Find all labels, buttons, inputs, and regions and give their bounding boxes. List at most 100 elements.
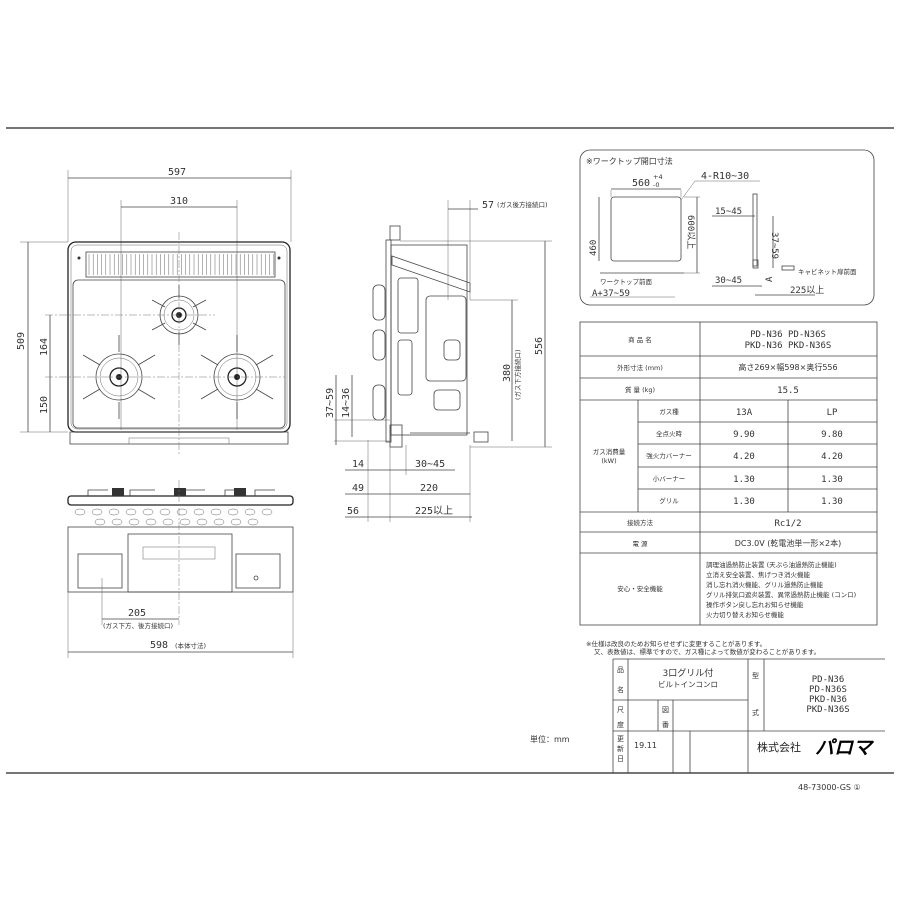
dim-205-note: (ガス下方、後方接続口) — [103, 621, 173, 630]
dim-30-45: 30~45 — [415, 459, 445, 470]
cutout-15-45: 15~45 — [715, 207, 742, 217]
cutout-a-dim: A+37~59 — [592, 289, 630, 299]
gas-row-13a: 13A — [736, 408, 753, 418]
dim-220: 220 — [420, 483, 438, 494]
front-view: 205 (ガス下方、後方接続口) 598 (本体寸法) — [67, 480, 294, 658]
cutout-depth: 600以上 — [685, 215, 696, 249]
vent-hole — [196, 518, 208, 526]
cutout-inset: ※ワークトップ開口寸法 560 +4 -0 4-R10~30 460 600以上… — [579, 149, 875, 306]
model-number: PKD-N36 — [809, 695, 847, 705]
gas-row-lp: 1.30 — [821, 475, 843, 485]
connection-label: 接続方法 — [627, 518, 654, 527]
gas-row-label: 全点火時 — [656, 429, 683, 438]
safety-item: 調理油過熱防止装置 (天ぷら油過熱防止機能) — [706, 560, 837, 569]
safety-item: グリル排気口遮炎装置、異常過熱防止機能 (コンロ) — [706, 590, 856, 599]
note-1: ※仕様は改良のためお知らせせずに変更することがあります。 — [586, 639, 766, 648]
safety-item: 消し忘れ消火機能、グリル過熱防止機能 — [706, 580, 824, 589]
company-name: 株式会社 — [757, 740, 801, 754]
update-label-2: 新 — [617, 744, 624, 753]
dim-509: 509 — [16, 332, 27, 350]
update-label-3: 日 — [617, 755, 624, 763]
gas-row-13a: 1.30 — [733, 475, 755, 485]
drawing-label-2: 番 — [662, 721, 669, 729]
product-names-2: PKD-N36 PKD-N36S — [745, 341, 832, 351]
gas-unit: (kW) — [601, 457, 616, 465]
gas-row-lp: 4.20 — [821, 452, 843, 462]
burner-left — [95, 353, 143, 401]
gas-row-13a: 1.30 — [733, 497, 755, 507]
gas-row-lp: 9.80 — [821, 430, 843, 440]
dim-225: 225以上 — [415, 505, 453, 517]
mass-value: 15.5 — [777, 386, 799, 396]
gas-row-lp: 1.30 — [821, 497, 843, 507]
product-name-1: 3口グリル付 — [663, 667, 713, 679]
gas-row-label: 小バーナー — [653, 474, 686, 483]
dim-556: 556 — [534, 337, 545, 355]
vent-hole — [230, 518, 242, 526]
vent-hole — [213, 518, 225, 526]
top-view: 597 310 509 — [16, 167, 292, 455]
vent-hole — [159, 508, 171, 516]
vent-hole — [162, 518, 174, 526]
vent-hole — [210, 508, 222, 516]
power-label: 電 源 — [632, 539, 648, 548]
power-value: DC3.0V (乾電池単一形×2本) — [735, 538, 842, 548]
model-label-1: 型 — [752, 671, 759, 680]
scale-label-1: 尺 — [617, 706, 624, 714]
gas-row-label: グリル — [659, 496, 679, 505]
cutout-title: ※ワークトップ開口寸法 — [586, 156, 673, 166]
vent-hole — [145, 518, 157, 526]
cutout-radius: 4-R10~30 — [701, 171, 749, 182]
cutout-a: A — [765, 276, 775, 282]
vent-hole — [176, 508, 188, 516]
dim-597: 597 — [168, 167, 186, 178]
safety-label: 安心・安全機能 — [617, 584, 663, 593]
cutout-225: 225以上 — [790, 285, 824, 296]
gas-label: ガス消費量 — [593, 447, 626, 456]
update-label-1: 更 — [617, 735, 624, 743]
cutout-height: 460 — [589, 240, 599, 256]
vent-hole — [74, 508, 86, 516]
vent-hole — [91, 508, 103, 516]
dim-49: 49 — [352, 483, 364, 494]
dim-150: 150 — [39, 396, 50, 414]
name-label-2: 名 — [617, 685, 624, 694]
cutout-width-tol-plus: +4 — [653, 173, 663, 181]
doc-number: 48-73000-GS ① — [798, 783, 861, 792]
product-name-label: 商 品 名 — [628, 335, 652, 344]
dim-57: 57 — [482, 200, 494, 211]
dim-56: 56 — [347, 506, 359, 517]
unit-label: 単位：mm — [530, 734, 570, 744]
cutout-30-45: 30~45 — [715, 276, 742, 286]
vent-hole — [247, 518, 259, 526]
dim-310: 310 — [170, 196, 188, 207]
spec-table: 商 品 名 PD-N36 PD-N36S PKD-N36 PKD-N36S 外形… — [579, 321, 878, 626]
model-number: PKD-N36S — [806, 705, 849, 715]
vent-hole — [108, 508, 120, 516]
vent-hole — [179, 518, 191, 526]
dim-14-36: 14~36 — [341, 388, 352, 418]
vent-hole — [142, 508, 154, 516]
vent-grille — [85, 251, 276, 278]
dims-label: 外形寸法 (mm) — [617, 363, 663, 372]
scale-label-2: 度 — [617, 720, 624, 729]
dim-598-note: (本体寸法) — [175, 641, 206, 650]
vent-hole — [111, 518, 123, 526]
connection-value: Rc1/2 — [774, 519, 801, 529]
gas-row-13a: 4.20 — [733, 452, 755, 462]
cutout-width-tol-minus: -0 — [653, 181, 659, 189]
dim-598: 598 — [150, 640, 168, 651]
gas-row-label: ガス種 — [659, 407, 679, 416]
dim-57-note: (ガス後方接続口) — [497, 200, 548, 209]
model-number: PD-N36 — [812, 675, 845, 685]
worktop-front-label: ワークトップ前面 — [600, 277, 653, 286]
cutout-37-59: 37~59 — [769, 232, 779, 259]
update-date: 19.11 — [634, 741, 657, 750]
vent-hole — [125, 508, 137, 516]
side-view: 57 (ガス後方接続口) 556 380 (ガス下方接続口) 37~59 14~… — [325, 200, 552, 522]
product-names-1: PD-N36 PD-N36S — [750, 330, 826, 340]
dim-14: 14 — [352, 459, 364, 470]
title-block: 品 名 尺 度 図 番 更 新 日 型 式 3口グリル付 ビルトインコンロ PD… — [612, 658, 885, 773]
vent-hole — [244, 508, 256, 516]
dim-380: 380 — [502, 364, 513, 382]
